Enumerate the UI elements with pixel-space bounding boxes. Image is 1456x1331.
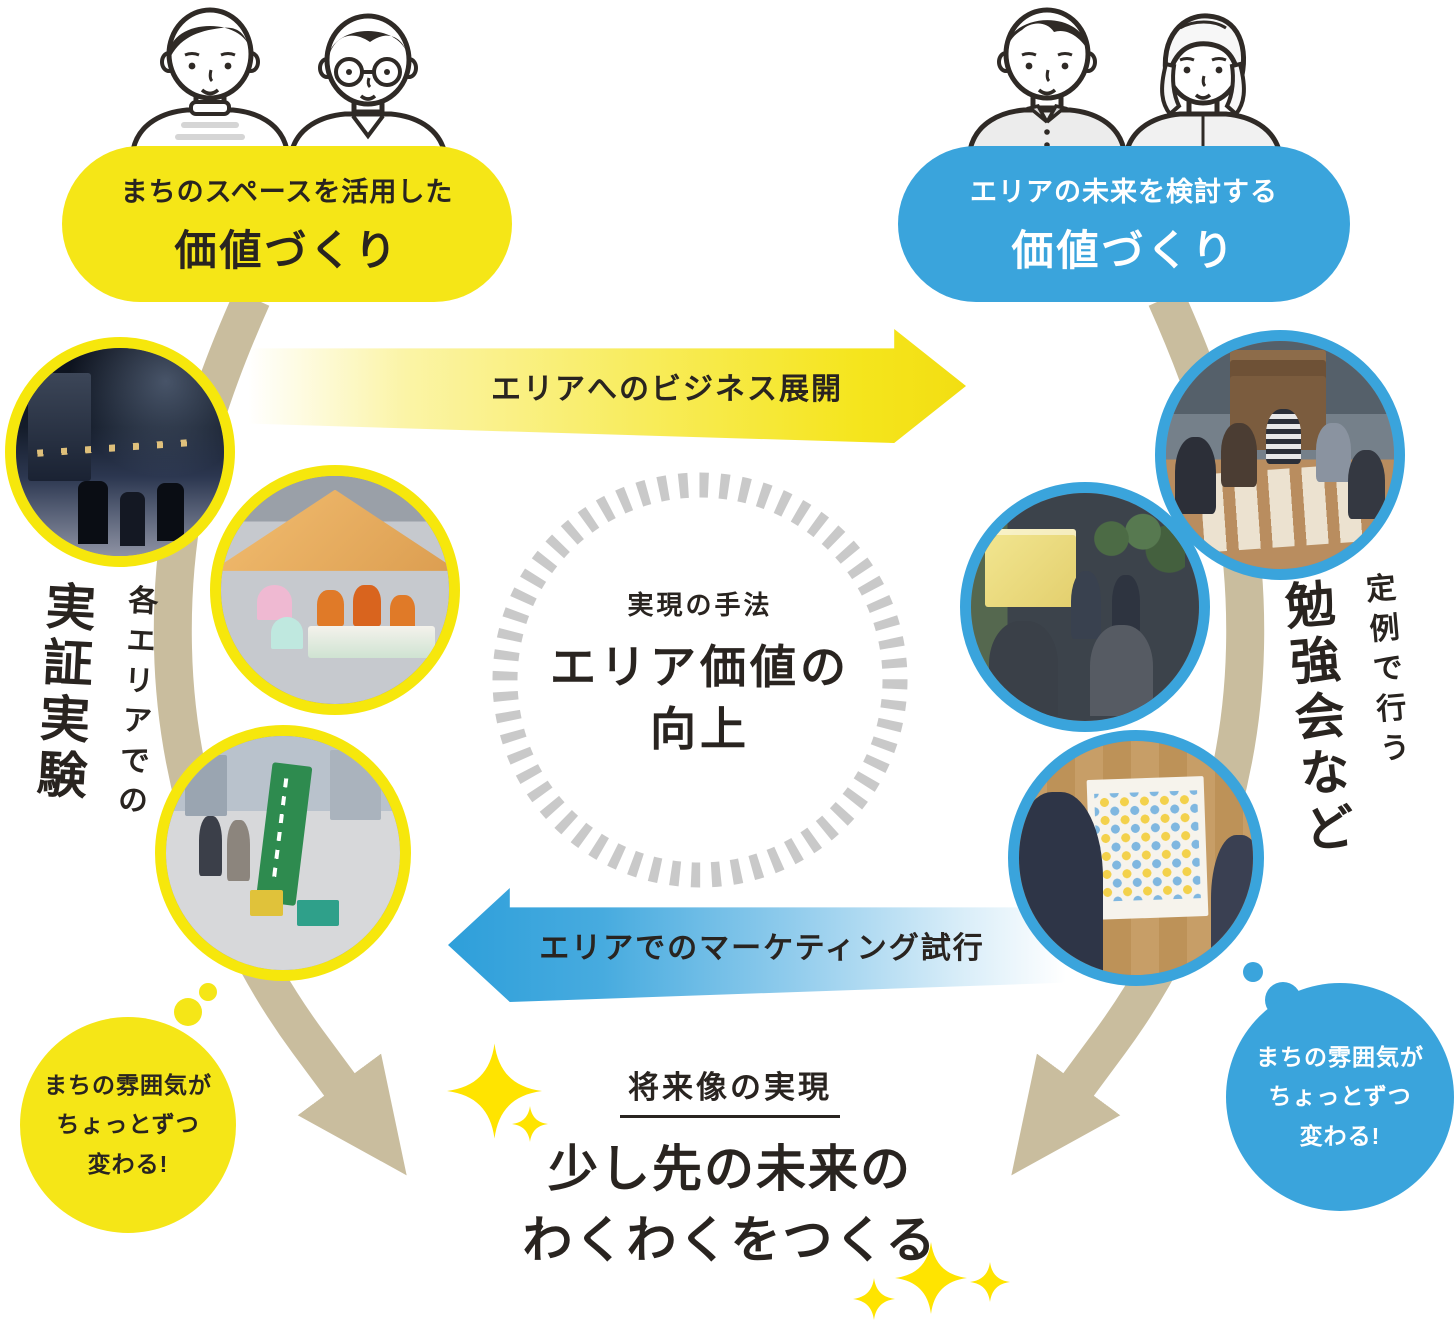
method-label: 実現の手法 — [627, 590, 773, 620]
goal-title-line1: 少し先の未来の — [548, 1141, 912, 1197]
thought-right-line1: まちの雰囲気が — [1256, 1044, 1424, 1071]
tent-stall-event-photo — [210, 465, 460, 715]
sparkle-icon — [895, 1228, 967, 1328]
center-method-text: 実現の手法 エリア価値の 向上 — [520, 585, 880, 760]
value-bubble-left-line2: 価値づくり — [174, 227, 400, 274]
sparkle-icon — [853, 1276, 895, 1322]
street-market-banner-photo — [155, 725, 411, 981]
person-man-right-illustration — [967, 7, 1127, 150]
value-bubble-left: まちのスペースを活用した 価値づくり — [62, 146, 512, 302]
person-glasses-left-illustration — [288, 13, 448, 154]
person-man-left-illustration — [130, 7, 290, 150]
thought-left-line1: まちの雰囲気が — [44, 1072, 212, 1099]
right-caption: 定例で行う 勉強会など — [1268, 571, 1422, 861]
future-goal-text: 将来像の実現 少し先の未来の わくわくをつくる — [470, 1062, 990, 1276]
value-bubble-right-line2: 価値づくり — [1011, 227, 1237, 274]
goal-title: 少し先の未来の わくわくをつくる — [470, 1134, 990, 1276]
method-title-line1: エリア価値の — [550, 641, 850, 693]
thought-left-line3: 変わる! — [87, 1150, 169, 1177]
thought-right-line2: ちょっとずつ — [1268, 1083, 1412, 1110]
thought-left-line2: ちょっとずつ — [56, 1111, 200, 1138]
value-bubble-right: エリアの未来を検討する 価値づくり — [898, 146, 1350, 302]
thought-tail-dot — [1243, 962, 1263, 982]
person-woman-right-illustration — [1123, 13, 1283, 154]
sparkle-icon — [968, 1262, 1012, 1302]
method-title-line2: 向上 — [650, 703, 750, 756]
talk-session-photo — [960, 482, 1210, 732]
night-street-event-photo — [5, 337, 235, 567]
marketing-trial-label: エリアでのマーケティング試行 — [539, 932, 985, 965]
sparkle-icon — [512, 1104, 548, 1144]
thought-tail-dot — [174, 998, 202, 1026]
center-dashed-ring — [492, 472, 908, 888]
thought-tail-dot — [199, 983, 217, 1001]
sticky-notes-workshop-photo — [1008, 730, 1264, 986]
thought-right-line3: 変わる! — [1299, 1122, 1381, 1149]
value-bubble-right-line1: エリアの未来を検討する — [970, 177, 1278, 207]
left-caption: 各エリアでの 実証実験 — [20, 579, 162, 825]
value-bubble-left-line1: まちのスペースを活用した — [120, 177, 454, 207]
thought-bubble-right: まちの雰囲気が ちょっとずつ 変わる! — [1226, 983, 1454, 1211]
left-caption-large: 実証実験 — [28, 579, 97, 806]
goal-title-line2: わくわくをつくる — [522, 1212, 938, 1268]
thought-bubble-left: まちの雰囲気が ちょっとずつ 変わる! — [20, 1017, 236, 1233]
goal-heading: 将来像の実現 — [620, 1062, 840, 1118]
business-expansion-label: エリアへのビジネス展開 — [491, 373, 843, 406]
method-title: エリア価値の 向上 — [520, 636, 880, 760]
meeting-table-photo — [1155, 330, 1405, 580]
